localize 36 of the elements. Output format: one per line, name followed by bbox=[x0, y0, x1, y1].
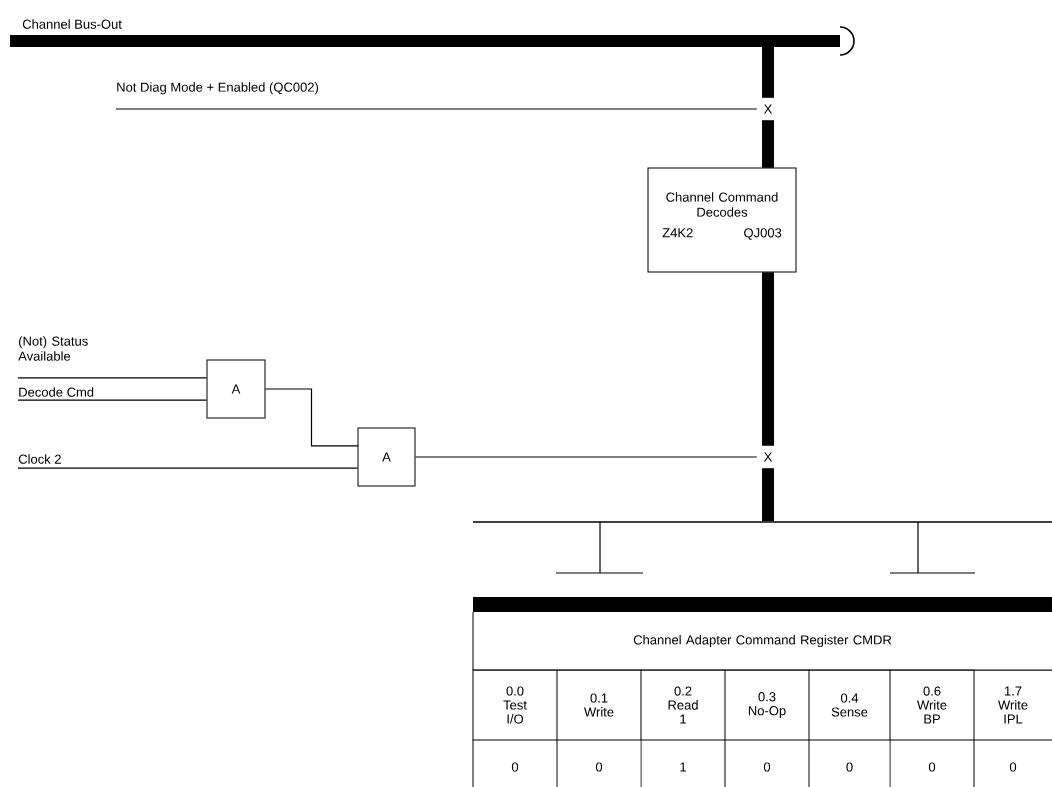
register-cell: 0 bbox=[472, 739, 558, 787]
signal-line bbox=[17, 467, 359, 469]
register-cell: 0.6 Write BP bbox=[889, 669, 975, 741]
signal-line bbox=[17, 377, 208, 379]
signal-label: Clock 2 bbox=[18, 454, 61, 464]
signal-line bbox=[264, 388, 359, 447]
register-cell: 0 bbox=[724, 739, 810, 787]
signal-line bbox=[762, 120, 774, 168]
distribution-line bbox=[473, 521, 1052, 523]
register-cell: 1.7 Write IPL bbox=[973, 669, 1052, 741]
signal-line bbox=[762, 47, 774, 98]
register-heading: Channel Adapter Command Register CMDR bbox=[472, 597, 1052, 671]
register-cell: 0 bbox=[889, 739, 975, 787]
signal-line bbox=[115, 108, 758, 110]
signal-label: (Not) Status Available bbox=[18, 336, 88, 361]
register-cell: 1 bbox=[640, 739, 726, 787]
register-cell: 0.2 Read 1 bbox=[640, 669, 726, 741]
and-gate: A bbox=[206, 359, 266, 419]
register-cell: 0 bbox=[973, 739, 1052, 787]
register-cell: 0 bbox=[556, 739, 642, 787]
bus-label: Channel Bus-Out bbox=[22, 19, 122, 29]
register-cell: 0 bbox=[808, 739, 891, 787]
signal-line bbox=[414, 456, 758, 458]
register-cell: 0.3 No-Op bbox=[724, 669, 810, 741]
junction-mark: X bbox=[763, 452, 773, 462]
signal-line bbox=[17, 399, 208, 401]
signal-line bbox=[762, 272, 774, 446]
and-gate: A bbox=[357, 427, 416, 487]
decoder-box: Channel Command Decodes Z4K2 QJ003 bbox=[647, 167, 797, 273]
junction-mark: X bbox=[763, 104, 773, 114]
signal-label: Not Diag Mode + Enabled (QC002) bbox=[117, 82, 319, 95]
register-cell: 0.4 Sense bbox=[808, 669, 891, 741]
signal-label: Decode Cmd bbox=[19, 387, 94, 397]
signal-line bbox=[762, 468, 774, 522]
register-cell: 0.0 Test I/O bbox=[472, 669, 558, 741]
register-cell: 0.1 Write bbox=[556, 669, 642, 741]
